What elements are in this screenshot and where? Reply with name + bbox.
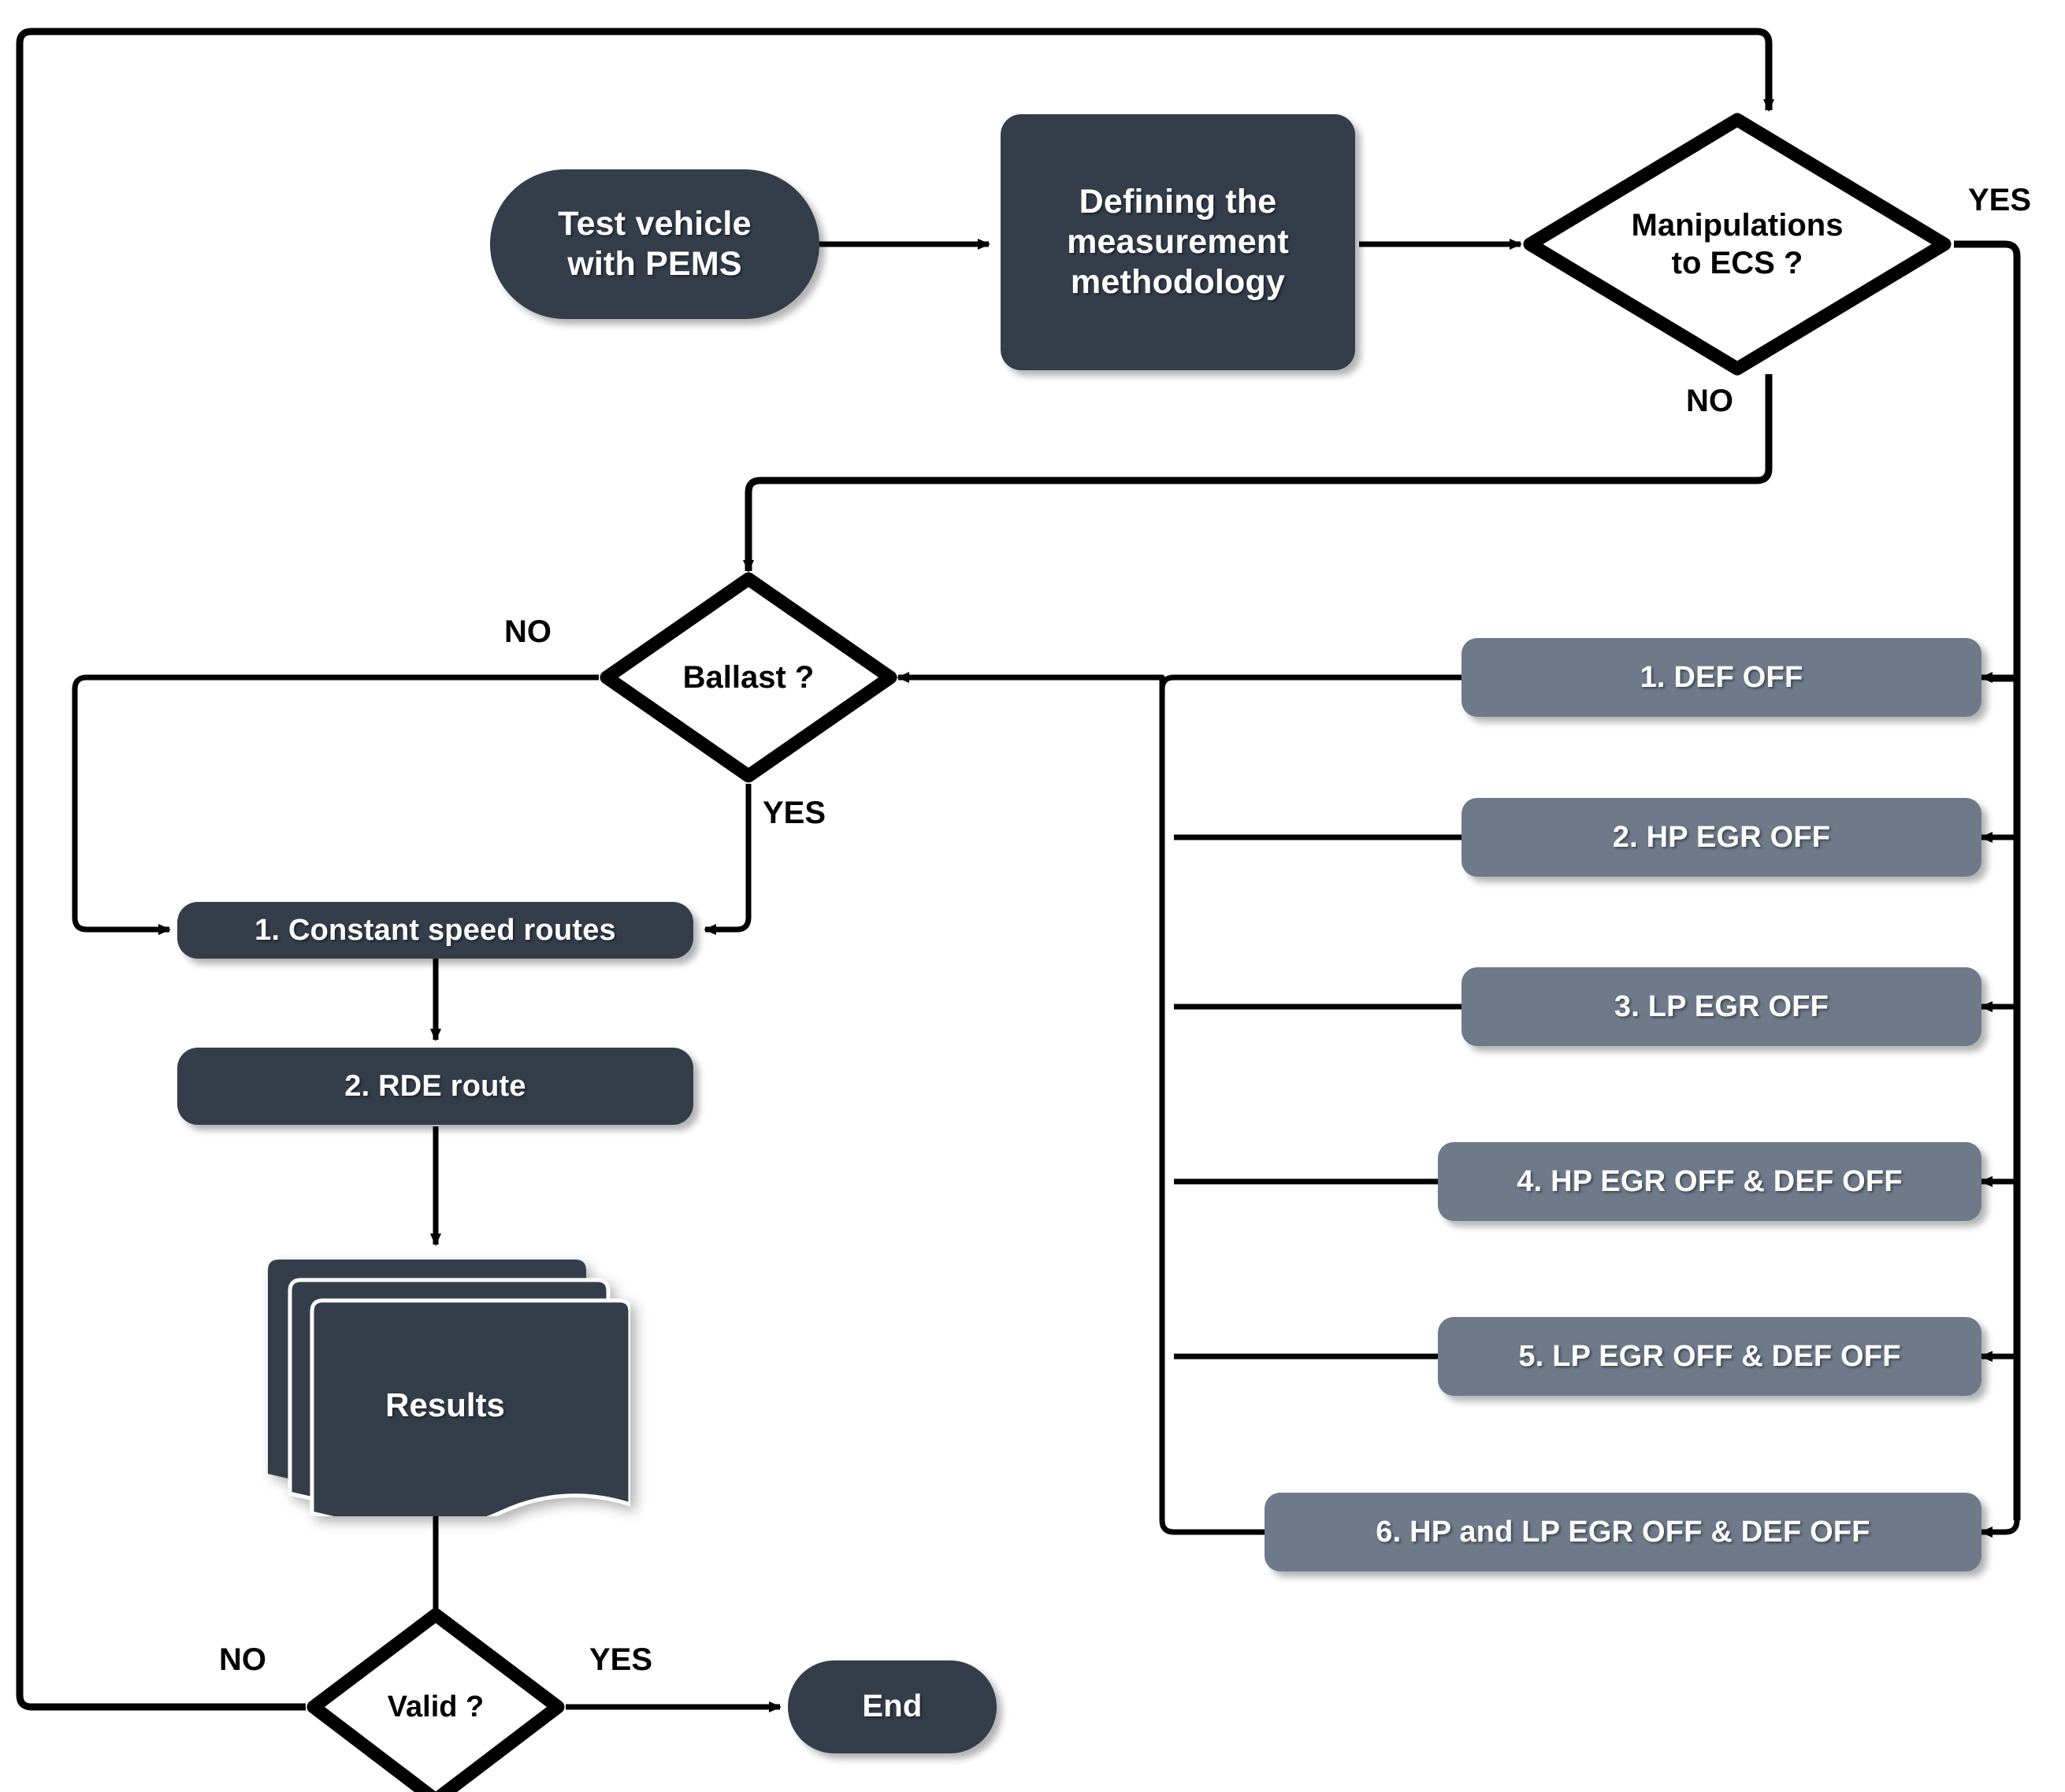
node-methodology-line1: Defining the (1079, 183, 1277, 221)
edge-label-ballast-yes: YES (763, 796, 826, 830)
node-start[interactable]: Test vehicle with PEMS (490, 169, 819, 319)
manipulation-option-4[interactable]: 4. HP EGR OFF & DEF OFF (1438, 1142, 1981, 1221)
node-results-label: Results (385, 1386, 505, 1423)
node-constant-speed-routes[interactable]: 1. Constant speed routes (177, 902, 693, 959)
manipulation-option-5[interactable]: 5. LP EGR OFF & DEF OFF (1438, 1317, 1981, 1396)
node-start-line1: Test vehicle (558, 205, 752, 243)
manipulation-option-4-label: 4. HP EGR OFF & DEF OFF (1517, 1164, 1903, 1198)
edge-label-valid-yes: YES (589, 1642, 653, 1677)
manipulation-option-3-label: 3. LP EGR OFF (1614, 989, 1829, 1023)
node-manipulations-line2: to ECS ? (1671, 246, 1803, 280)
node-start-line2: with PEMS (567, 245, 742, 283)
manipulation-option-1-label: 1. DEF OFF (1640, 660, 1803, 694)
manipulation-option-6[interactable]: 6. HP and LP EGR OFF & DEF OFF (1265, 1493, 1981, 1571)
manipulation-option-2[interactable]: 2. HP EGR OFF (1461, 798, 1981, 877)
node-results[interactable]: Results (260, 1248, 630, 1516)
edge-label-manipulations-no: NO (1686, 384, 1733, 418)
manipulation-option-5-label: 5. LP EGR OFF & DEF OFF (1518, 1339, 1901, 1373)
manipulation-option-2-label: 2. HP EGR OFF (1612, 820, 1831, 854)
node-ballast[interactable]: Ballast ? (599, 571, 898, 784)
node-manipulations-line1: Manipulations (1631, 208, 1844, 243)
node-valid-label: Valid ? (387, 1690, 485, 1723)
node-end[interactable]: End (788, 1660, 997, 1753)
node-methodology-line3: methodology (1070, 262, 1286, 301)
node-rde-route[interactable]: 2. RDE route (177, 1048, 693, 1125)
edge-label-valid-no: NO (219, 1642, 266, 1677)
node-end-label: End (862, 1689, 923, 1724)
node-ballast-label: Ballast ? (682, 660, 815, 695)
node-manipulations-to-ecs[interactable]: Manipulations to ECS ? (1521, 110, 1954, 378)
node-valid[interactable]: Valid ? (306, 1607, 566, 1792)
manipulation-option-3[interactable]: 3. LP EGR OFF (1461, 967, 1981, 1046)
edge-label-manipulations-yes: YES (1968, 183, 2032, 217)
edge-label-ballast-no: NO (504, 614, 552, 649)
node-methodology[interactable]: Defining the measurement methodology (1001, 114, 1355, 370)
node-rde-route-label: 2. RDE route (344, 1069, 526, 1103)
manipulation-option-1[interactable]: 1. DEF OFF (1461, 638, 1981, 717)
node-methodology-line2: measurement (1067, 223, 1289, 262)
node-constant-speed-label: 1. Constant speed routes (254, 913, 616, 947)
manipulation-option-6-label: 6. HP and LP EGR OFF & DEF OFF (1376, 1515, 1870, 1549)
